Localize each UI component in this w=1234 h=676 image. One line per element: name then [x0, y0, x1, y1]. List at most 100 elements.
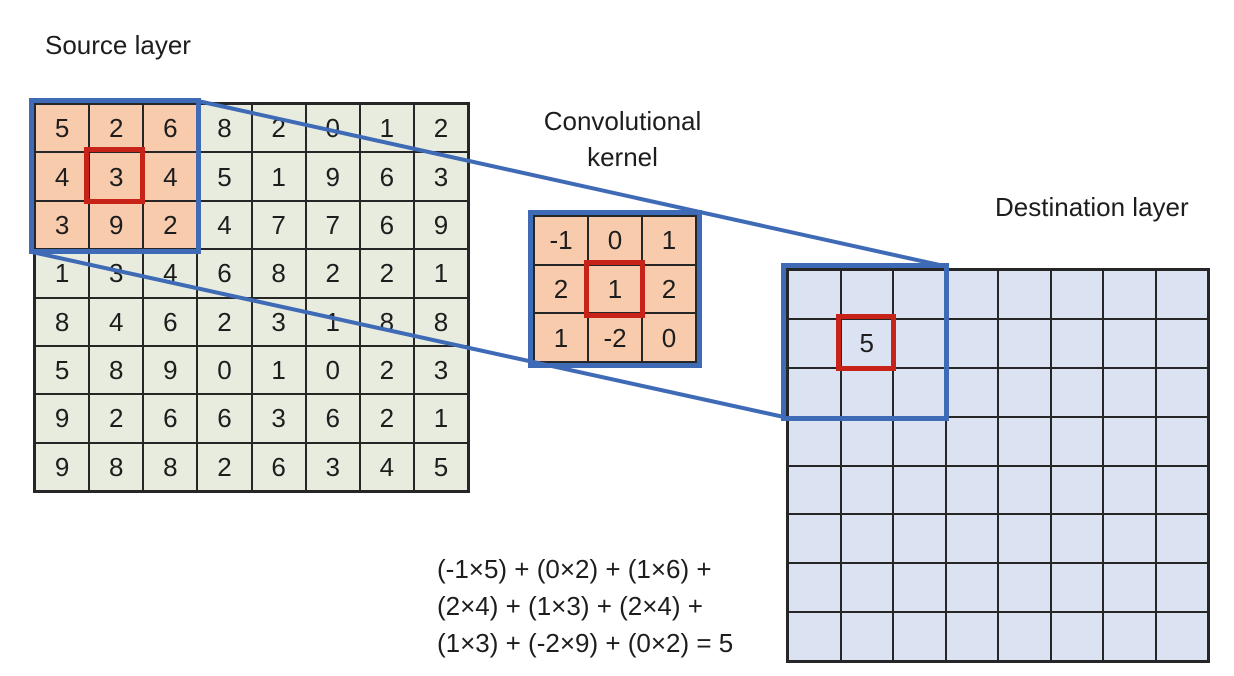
grid-cell — [998, 318, 1051, 368]
grid-cell — [1050, 416, 1103, 466]
grid-cell — [945, 416, 998, 466]
grid-cell — [1155, 514, 1208, 564]
grid-cell: 8 — [251, 249, 306, 298]
grid-cell: 1 — [588, 264, 642, 314]
grid-cell — [945, 563, 998, 613]
grid-cell — [1155, 270, 1208, 319]
grid-cell: 2 — [642, 264, 696, 314]
grid-cell: 3 — [251, 394, 306, 443]
grid-cell: 3 — [89, 249, 144, 298]
grid-cell — [840, 465, 893, 515]
grid-cell: 1 — [359, 104, 414, 153]
grid-cell: 4 — [143, 152, 198, 201]
grid-cell: 6 — [143, 394, 198, 443]
grid-cell — [1155, 416, 1208, 466]
grid-cell: 9 — [413, 200, 468, 250]
grid-cell — [1103, 465, 1156, 515]
grid-cell: 3 — [413, 345, 468, 395]
grid-cell: 2 — [89, 104, 144, 153]
grid-cell — [893, 416, 946, 466]
grid-cell — [788, 416, 841, 466]
grid-cell: 1 — [251, 345, 306, 395]
grid-cell: -1 — [534, 216, 588, 265]
grid-cell — [1050, 367, 1103, 417]
grid-cell — [1155, 612, 1208, 661]
grid-cell — [1050, 270, 1103, 319]
grid-cell: 3 — [89, 152, 144, 201]
grid-cell — [998, 367, 1051, 417]
grid-cell: 4 — [197, 200, 252, 250]
grid-cell: 9 — [143, 345, 198, 395]
grid-cell — [945, 270, 998, 319]
grid-cell: 2 — [197, 297, 252, 346]
grid-cell: 4 — [359, 442, 414, 491]
grid-cell: 2 — [413, 104, 468, 153]
grid-cell — [998, 612, 1051, 661]
grid-cell: 5 — [840, 318, 893, 368]
grid-cell — [1155, 563, 1208, 613]
grid-cell — [788, 318, 841, 368]
grid-cell: 1 — [35, 249, 90, 298]
grid-cell — [998, 465, 1051, 515]
grid-cell: 6 — [143, 104, 198, 153]
grid-cell: 9 — [89, 200, 144, 250]
grid-cell: 3 — [35, 200, 90, 250]
grid-cell — [893, 612, 946, 661]
destination-layer-grid: 5 — [786, 268, 1210, 663]
grid-cell: 0 — [642, 313, 696, 362]
grid-cell — [788, 612, 841, 661]
grid-cell: 1 — [642, 216, 696, 265]
formula-line-2: (2×4) + (1×3) + (2×4) + — [437, 591, 703, 621]
grid-cell — [998, 416, 1051, 466]
grid-cell — [1103, 612, 1156, 661]
grid-cell: -2 — [588, 313, 642, 362]
grid-cell: 0 — [197, 345, 252, 395]
grid-cell — [840, 563, 893, 613]
grid-cell: 4 — [143, 249, 198, 298]
grid-cell: 2 — [359, 394, 414, 443]
grid-cell: 4 — [89, 297, 144, 346]
grid-cell: 2 — [359, 345, 414, 395]
grid-cell — [998, 514, 1051, 564]
grid-cell: 5 — [197, 152, 252, 201]
grid-cell: 9 — [35, 442, 90, 491]
grid-cell — [945, 514, 998, 564]
grid-cell — [893, 318, 946, 368]
grid-cell — [840, 416, 893, 466]
grid-cell — [945, 367, 998, 417]
grid-cell — [1050, 612, 1103, 661]
grid-cell: 8 — [89, 442, 144, 491]
grid-cell — [788, 563, 841, 613]
source-layer-title: Source layer — [45, 30, 191, 60]
grid-cell — [893, 514, 946, 564]
grid-cell: 3 — [305, 442, 360, 491]
grid-cell — [1103, 416, 1156, 466]
grid-cell: 2 — [143, 200, 198, 250]
grid-cell: 6 — [197, 394, 252, 443]
grid-cell — [1103, 318, 1156, 368]
grid-cell: 8 — [89, 345, 144, 395]
grid-cell — [1103, 563, 1156, 613]
grid-cell — [788, 514, 841, 564]
convolution-formula: (-1×5) + (0×2) + (1×6) + (2×4) + (1×3) +… — [437, 551, 733, 662]
grid-cell: 2 — [359, 249, 414, 298]
grid-cell: 0 — [305, 345, 360, 395]
grid-cell — [893, 270, 946, 319]
grid-cell — [1155, 465, 1208, 515]
grid-cell: 2 — [197, 442, 252, 491]
grid-cell — [998, 270, 1051, 319]
grid-cell: 2 — [251, 104, 306, 153]
grid-cell: 9 — [305, 152, 360, 201]
grid-cell — [1050, 465, 1103, 515]
destination-layer-title: Destination layer — [995, 192, 1189, 222]
grid-cell — [945, 465, 998, 515]
grid-cell: 6 — [197, 249, 252, 298]
grid-cell — [1155, 367, 1208, 417]
grid-cell — [893, 465, 946, 515]
grid-cell: 3 — [251, 297, 306, 346]
grid-cell: 4 — [35, 152, 90, 201]
grid-cell — [1103, 367, 1156, 417]
